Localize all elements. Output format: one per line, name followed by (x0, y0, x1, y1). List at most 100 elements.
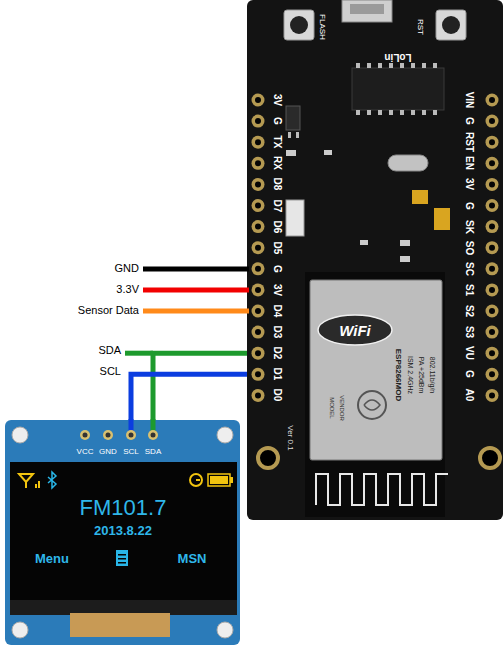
pin-label: EN (464, 156, 474, 170)
pin-header (255, 224, 261, 230)
pin-header (255, 181, 261, 187)
pin-header (489, 308, 495, 314)
push-button (442, 16, 460, 34)
pin-header (486, 220, 499, 233)
signal-label: SDA (98, 345, 121, 356)
nodemcu-board (247, 0, 503, 520)
board-version: Ver 0.1 (286, 425, 294, 450)
pin-header (252, 262, 265, 275)
oled-module (70, 613, 170, 637)
chip-pin (422, 110, 426, 115)
pcb-antenna (316, 474, 448, 505)
chip-pin (378, 110, 382, 115)
pin-header (486, 368, 499, 381)
pin-header (255, 139, 261, 145)
pin-label: A0 (464, 389, 474, 402)
esp8266-module (310, 280, 442, 460)
smd-component (286, 200, 304, 236)
pin-header (486, 115, 499, 128)
header-pin (80, 430, 90, 440)
pin-label: D3 (272, 326, 282, 339)
pin-label: VU (464, 346, 474, 360)
module-mark: MODEL (329, 397, 335, 418)
chip-pin (433, 110, 437, 115)
push-button (290, 16, 308, 34)
header-pin (106, 433, 111, 438)
oled-module (217, 427, 233, 443)
screen-icon (116, 550, 128, 566)
pin-header (486, 157, 499, 170)
wire-label: Sensor Data (78, 305, 139, 316)
pin-header (252, 220, 265, 233)
smd-component (286, 150, 296, 156)
chip-pin (411, 110, 415, 115)
module-spec: ISM 2.4GHz (407, 356, 414, 394)
pin-label: VCC (77, 448, 94, 456)
wifi-logo: WiFi (339, 323, 371, 338)
screen-icon (118, 554, 126, 556)
chip-pin (367, 110, 371, 115)
pin-header (489, 181, 495, 187)
wire-label: GND (115, 263, 139, 274)
pin-header (486, 136, 499, 149)
smd-component (412, 190, 428, 204)
header-pin (80, 430, 158, 440)
display-text: FM101.7 (80, 497, 167, 519)
pin-label: S1 (464, 284, 474, 296)
screen-icon (48, 472, 56, 488)
chip-pin (378, 63, 382, 68)
pin-header (255, 245, 261, 251)
pin-header (252, 199, 265, 212)
esp8266-module (364, 400, 380, 410)
nodemcu-board (342, 0, 392, 22)
chip-pin (400, 63, 404, 68)
pin-label: D5 (272, 241, 282, 254)
nodemcu-board: WiFiESP8266MODISM 2.4GHzPA +25dBm802.11b… (247, 0, 503, 520)
pin-label: D7 (272, 199, 282, 212)
usb-chip (352, 63, 444, 115)
smd-component (286, 106, 450, 262)
pin-header (255, 160, 261, 166)
nodemcu-board (247, 0, 503, 520)
pin-header (255, 287, 261, 293)
pin-header (255, 392, 261, 398)
push-button (436, 10, 466, 40)
header-pin (151, 433, 156, 438)
screen-icon (196, 479, 200, 481)
pin-label: RX (272, 156, 282, 170)
oled-module (5, 420, 240, 645)
pin-header (486, 347, 499, 360)
nodemcu-board (350, 4, 384, 14)
chip-pin (356, 63, 360, 68)
pin-header (486, 326, 499, 339)
pin-header (255, 329, 261, 335)
pin-label: S2 (464, 305, 474, 317)
oled-module (10, 600, 237, 615)
board-brand: LoLin (384, 52, 411, 62)
smd-component (400, 240, 410, 246)
pin-label: G (464, 117, 474, 125)
chip-pin (433, 63, 437, 68)
pin-label: 3V (272, 284, 282, 296)
pin-label: G (272, 117, 282, 125)
pin-label: D0 (272, 389, 282, 402)
chip-pin (367, 63, 371, 68)
pin-label: GND (99, 448, 117, 456)
mounting-hole (480, 448, 500, 468)
screen-icon (19, 472, 233, 566)
pin-label: D1 (272, 368, 282, 381)
pin-label: D6 (272, 220, 282, 233)
wire (125, 351, 153, 356)
screen-icon (118, 558, 126, 560)
pin-label: RST (464, 132, 474, 152)
header-pin (103, 430, 113, 440)
pin-header (486, 199, 499, 212)
pin-header (252, 326, 265, 339)
header-pin (129, 433, 134, 438)
pin-label: G (464, 202, 474, 210)
pin-header (255, 266, 261, 272)
smd-component (360, 240, 368, 245)
oled-module: FM101.72013.8.22MenuMSNVCCGNDSCLSDA (5, 420, 240, 645)
